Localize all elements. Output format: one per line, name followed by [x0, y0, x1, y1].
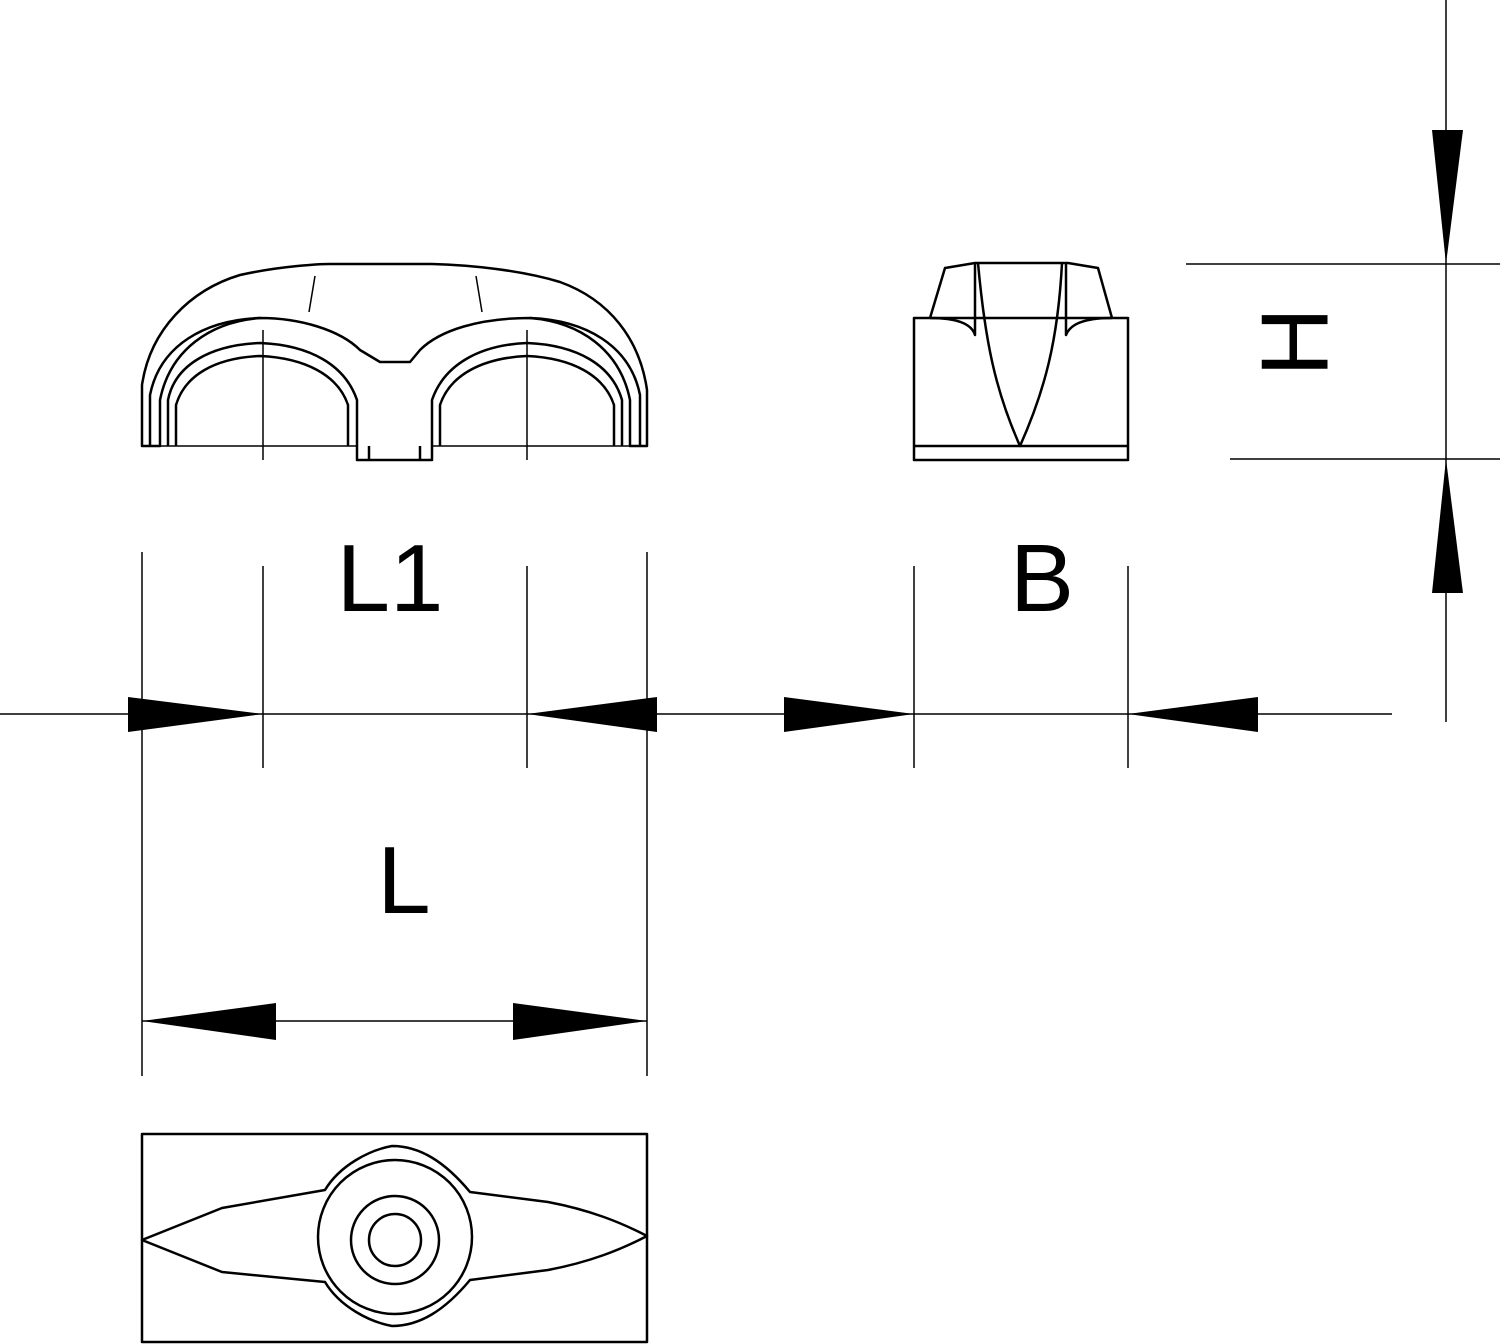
top-view-outer-ring [316, 1158, 474, 1316]
front-view-left-inner-arch [174, 354, 350, 446]
top-view [140, 1132, 649, 1344]
side-view [912, 261, 1130, 462]
arrow-h-bottom [1432, 459, 1463, 593]
arrow-l1-right [527, 697, 657, 732]
arrow-l-right [513, 1003, 647, 1040]
side-view-right-curve [1064, 263, 1113, 337]
side-view-wedge [976, 262, 1064, 448]
arrow-l-left [142, 1003, 276, 1040]
arrow-b-right [1128, 697, 1258, 732]
arrow-h-top [1432, 130, 1463, 264]
top-view-eye-hole [367, 1212, 423, 1268]
side-view-top [928, 261, 1114, 319]
side-view-body [912, 316, 1130, 462]
front-view-left-ring [148, 316, 261, 446]
front-view [140, 262, 649, 462]
extension-lines [141, 263, 1500, 1076]
dimension-lines [0, 0, 1463, 1040]
front-view-outer-outline [140, 262, 649, 448]
front-view-left-arch [166, 341, 624, 462]
label-b: B [1010, 525, 1074, 632]
top-view-frame [140, 1132, 649, 1344]
label-h: H [1242, 307, 1349, 376]
top-view-mid-ring [349, 1194, 441, 1286]
side-view-left-curve [929, 263, 977, 337]
arrow-l1-left [128, 697, 263, 732]
front-view-right-ring [529, 316, 642, 446]
top-view-head-shape [140, 1144, 649, 1328]
label-l: L [377, 827, 430, 934]
label-l1: L1 [337, 525, 444, 632]
front-view-ridge-left [308, 275, 316, 313]
arrow-b-left [784, 697, 914, 732]
front-view-ridge-right [475, 275, 483, 313]
dimension-labels: L1 L B H [337, 307, 1349, 934]
